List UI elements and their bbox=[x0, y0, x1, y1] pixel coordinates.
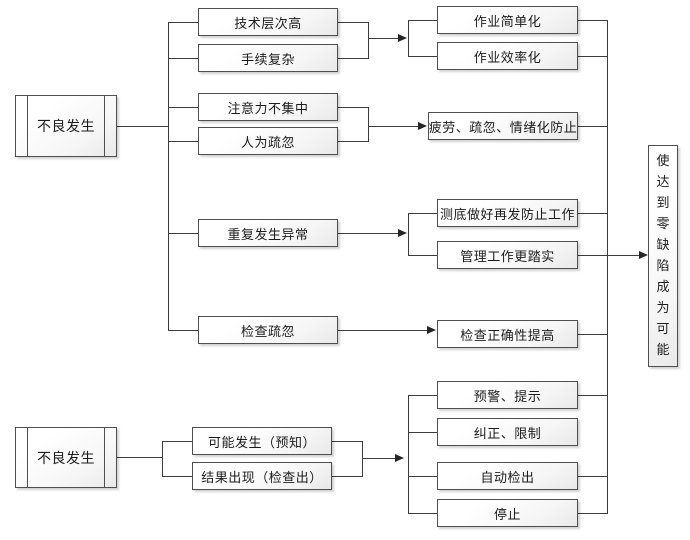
node-label: 技术层次高 bbox=[234, 16, 302, 32]
node-goal-zero-defects: 使达到零缺陷成为可能 bbox=[648, 145, 678, 367]
connector-line bbox=[332, 441, 362, 442]
connector-line bbox=[408, 213, 437, 214]
connector-line bbox=[338, 233, 398, 234]
node-stage-result-detected: 结果出现（检查出） bbox=[192, 462, 332, 490]
arrowhead bbox=[418, 122, 427, 130]
node-measure-recurrence-prevention: 测底做好再发防止工作 bbox=[437, 199, 578, 227]
node-label: 预警、提示 bbox=[473, 389, 542, 405]
node-label: 纠正、限制 bbox=[473, 426, 542, 442]
node-label: 作业简单化 bbox=[473, 14, 542, 30]
connector-line bbox=[162, 441, 192, 442]
connector-line bbox=[408, 20, 437, 21]
double-border-bar bbox=[104, 96, 105, 156]
arrowhead bbox=[398, 229, 407, 237]
node-stage-possible-prediction: 可能发生（预知） bbox=[192, 427, 332, 455]
connector-line bbox=[578, 126, 607, 127]
connector-line bbox=[578, 476, 607, 477]
node-label: 重复发生异常 bbox=[227, 227, 309, 243]
connector-line bbox=[168, 58, 198, 59]
connector-line bbox=[368, 22, 369, 59]
connector-line bbox=[117, 126, 168, 127]
node-label: 检查正确性提高 bbox=[460, 328, 555, 344]
node-defect-occurrence-top: 不良发生 bbox=[15, 95, 117, 157]
node-label: 管理工作更踏实 bbox=[460, 249, 555, 265]
double-border-bar bbox=[27, 96, 28, 156]
connector-line bbox=[338, 330, 427, 331]
connector-line bbox=[168, 141, 198, 142]
connector-line bbox=[408, 56, 437, 57]
node-action-auto-detection: 自动检出 bbox=[437, 462, 578, 490]
node-label: 不良发生 bbox=[37, 450, 95, 467]
arrowhead bbox=[395, 454, 404, 462]
connector-line bbox=[168, 107, 198, 108]
connector-line bbox=[408, 513, 437, 514]
connector-line bbox=[578, 334, 607, 335]
node-label: 作业效率化 bbox=[473, 50, 542, 66]
node-label: 疲劳、疏忽、情绪化防止 bbox=[428, 120, 578, 136]
double-border-bar bbox=[27, 428, 28, 487]
connector-line bbox=[117, 457, 162, 458]
connector-line bbox=[362, 441, 363, 477]
connector-line bbox=[408, 395, 409, 514]
node-measure-work-simplification: 作业简单化 bbox=[437, 6, 578, 34]
node-label: 结果出现（检查出） bbox=[201, 470, 323, 486]
connector-line bbox=[578, 513, 607, 514]
connector-line bbox=[362, 458, 395, 459]
connector-line bbox=[168, 330, 198, 331]
connector-line bbox=[408, 255, 437, 256]
arrowhead bbox=[639, 251, 648, 259]
connector-line bbox=[408, 213, 409, 256]
node-cause-high-tech-level: 技术层次高 bbox=[198, 8, 338, 36]
connector-line bbox=[408, 395, 437, 396]
node-label: 可能发生（预知） bbox=[207, 435, 316, 451]
connector-line bbox=[368, 38, 398, 39]
node-label: 手续复杂 bbox=[240, 52, 295, 68]
node-label: 人为疏忽 bbox=[240, 135, 295, 151]
node-action-stop: 停止 bbox=[437, 499, 578, 527]
connector-line bbox=[578, 20, 607, 21]
connector-line bbox=[338, 22, 368, 23]
connector-line bbox=[368, 126, 418, 127]
node-measure-work-efficiency: 作业效率化 bbox=[437, 42, 578, 70]
connector-line bbox=[578, 213, 607, 214]
node-action-correct-restrict: 纠正、限制 bbox=[437, 418, 578, 446]
node-label: 使达到零缺陷成为可能 bbox=[656, 154, 670, 358]
double-border-bar bbox=[104, 428, 105, 487]
connector-line bbox=[408, 432, 437, 433]
node-measure-fatigue-prevention: 疲劳、疏忽、情绪化防止 bbox=[428, 112, 578, 140]
node-label: 检查疏忽 bbox=[240, 324, 295, 340]
node-measure-solid-management: 管理工作更踏实 bbox=[437, 241, 578, 269]
connector-line bbox=[162, 441, 163, 477]
connector-line bbox=[578, 56, 607, 57]
connector-line bbox=[168, 22, 198, 23]
connector-line bbox=[368, 107, 369, 142]
node-cause-complex-procedure: 手续复杂 bbox=[198, 44, 338, 72]
connector-line bbox=[168, 22, 169, 330]
node-label: 停止 bbox=[493, 507, 521, 523]
node-defect-occurrence-bottom: 不良发生 bbox=[15, 427, 117, 488]
arrowhead bbox=[427, 326, 436, 334]
connector-line bbox=[338, 107, 368, 108]
connector-line bbox=[332, 476, 362, 477]
node-measure-inspection-accuracy: 检查正确性提高 bbox=[437, 320, 578, 348]
connector-line bbox=[408, 476, 437, 477]
node-label: 注意力不集中 bbox=[227, 101, 309, 117]
connector-line bbox=[578, 395, 607, 396]
node-cause-inattention: 注意力不集中 bbox=[198, 93, 338, 121]
connector-line bbox=[607, 20, 608, 514]
node-cause-human-negligence: 人为疏忽 bbox=[198, 127, 338, 155]
node-cause-inspection-negligence: 检查疏忽 bbox=[198, 316, 338, 344]
arrowhead bbox=[398, 34, 407, 42]
node-label: 不良发生 bbox=[37, 119, 95, 135]
node-label: 自动检出 bbox=[480, 470, 535, 486]
connector-line bbox=[168, 233, 198, 234]
node-label: 测底做好再发防止工作 bbox=[439, 207, 575, 223]
connector-line bbox=[338, 141, 368, 142]
node-cause-recurring-abnormality: 重复发生异常 bbox=[198, 219, 338, 247]
connector-line bbox=[578, 255, 639, 256]
connector-line bbox=[408, 20, 409, 57]
node-action-warning-prompt: 预警、提示 bbox=[437, 381, 578, 409]
connector-line bbox=[338, 58, 368, 59]
connector-line bbox=[162, 476, 192, 477]
